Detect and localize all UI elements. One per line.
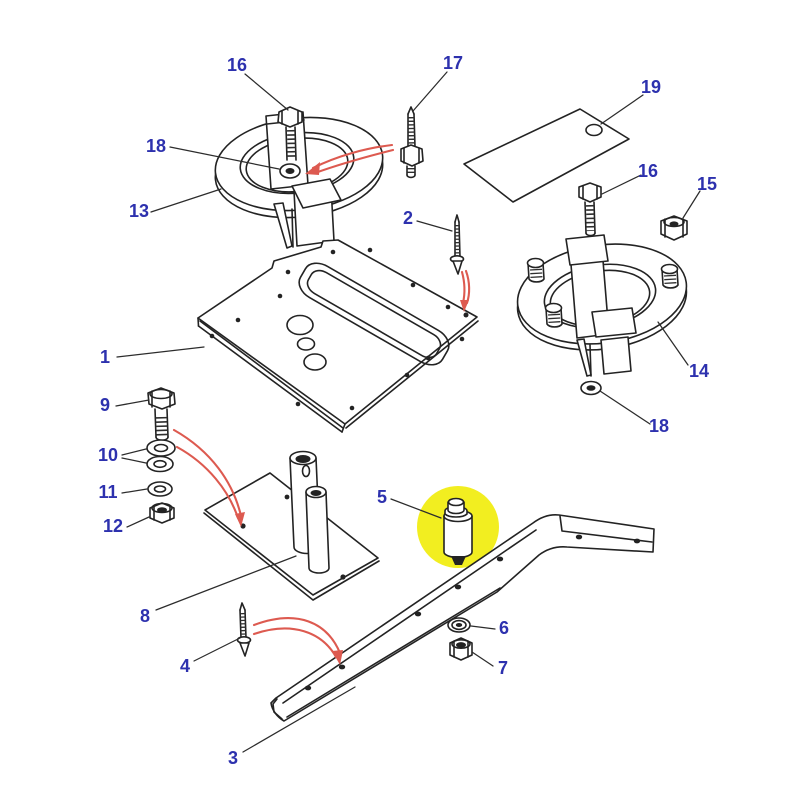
- part-8-bracket-plate: [203, 450, 380, 601]
- part-14-mounting-ring-right: [516, 234, 688, 396]
- part-19-plate: [463, 108, 630, 203]
- rivet-holes: [209, 247, 469, 411]
- plate8-holes: [240, 494, 346, 580]
- nut-15: [660, 215, 688, 241]
- callout-1[interactable]: 1: [100, 347, 110, 367]
- callout-3[interactable]: 3: [228, 748, 238, 768]
- callout-labels: 16 17 19 18 16 15 13 2 1 14 9 18 10 11 1…: [98, 53, 717, 768]
- callout-12[interactable]: 12: [103, 516, 123, 536]
- red-routing-arrows: [172, 143, 471, 665]
- part-6-washer: [447, 617, 471, 633]
- plate-slot: [298, 262, 450, 366]
- callout-18-left[interactable]: 18: [146, 136, 166, 156]
- callout-7[interactable]: 7: [498, 658, 508, 678]
- part-3-channel-bar: [270, 514, 655, 722]
- part-2-pin: [449, 214, 465, 275]
- callout-6[interactable]: 6: [499, 618, 509, 638]
- part-17-stud: [400, 106, 424, 179]
- callout-16-left[interactable]: 16: [227, 55, 247, 75]
- part-12-nut: [149, 502, 175, 524]
- part-5-bushing[interactable]: [443, 497, 473, 566]
- callout-16-right[interactable]: 16: [638, 161, 658, 181]
- callout-15[interactable]: 15: [697, 174, 717, 194]
- callout-18-right[interactable]: 18: [649, 416, 669, 436]
- leader-lines: [115, 71, 701, 753]
- callout-19[interactable]: 19: [641, 77, 661, 97]
- callout-17[interactable]: 17: [443, 53, 463, 73]
- callout-13[interactable]: 13: [129, 201, 149, 221]
- callout-8[interactable]: 8: [140, 606, 150, 626]
- callout-4[interactable]: 4: [180, 656, 190, 676]
- red-arrowheads: [235, 162, 469, 665]
- callout-9[interactable]: 9: [100, 395, 110, 415]
- part-13-mounting-ring-left: [214, 106, 384, 249]
- part-11-washer: [147, 481, 173, 497]
- callout-14[interactable]: 14: [689, 361, 709, 381]
- callout-2[interactable]: 2: [403, 208, 413, 228]
- washer-18-left: [279, 163, 301, 179]
- bolt-16-right: [578, 182, 602, 237]
- part-10-washers: [146, 439, 176, 473]
- part-4-pin: [236, 602, 252, 657]
- bar-holes: [304, 534, 641, 691]
- ring-studs: [526, 257, 679, 328]
- callout-11[interactable]: 11: [98, 482, 117, 502]
- callout-10[interactable]: 10: [98, 445, 118, 465]
- washer-18-right: [580, 380, 602, 396]
- callout-5[interactable]: 5: [377, 487, 387, 507]
- bolt-16-left: [277, 106, 303, 161]
- part-7-nut: [449, 637, 473, 661]
- part-9-bolt: [147, 387, 176, 442]
- part-1-base-plate: [197, 239, 479, 433]
